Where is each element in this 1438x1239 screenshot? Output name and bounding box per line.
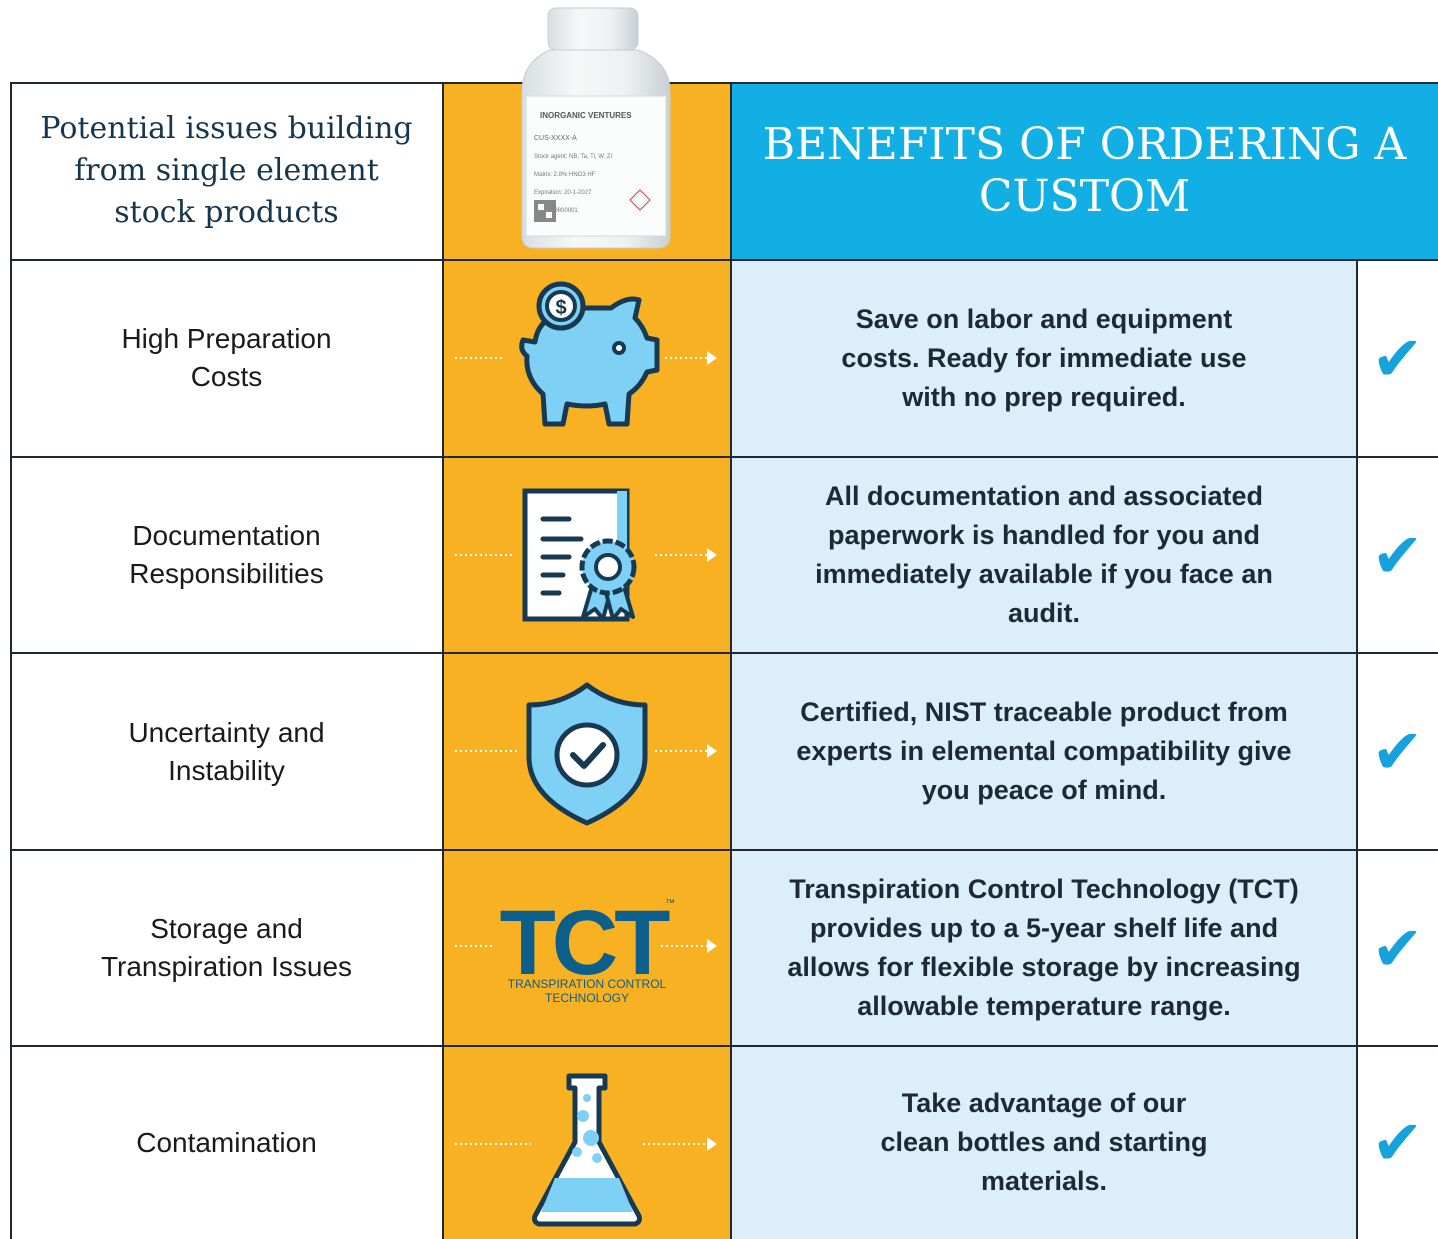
hazard-icon [629, 189, 651, 211]
benefit-text: Transpiration Control Technology (TCT) p… [787, 874, 1301, 1021]
divider [1356, 260, 1358, 1239]
shield-check-icon [443, 653, 731, 850]
flask-icon [443, 1046, 731, 1239]
bottle-label-line: Lot: 97-9800001 [534, 208, 578, 214]
benefit-cell: Transpiration Control Technology (TCT) p… [731, 850, 1357, 1046]
divider [10, 82, 12, 1239]
benefit-cell: Take advantage of our clean bottles and … [731, 1046, 1357, 1239]
check-icon: ✔ [1371, 518, 1424, 592]
issue-cell: Documentation Responsibilities [10, 457, 443, 653]
divider [10, 82, 1438, 84]
bottle-label-line: Stock agent: NB, Ta, Ti, W, Zr [534, 154, 613, 160]
issue-label: Documentation Responsibilities [129, 520, 324, 589]
tct-subtitle: TRANSPIRATION CONTROL [508, 977, 667, 991]
benefits-header: BENEFITS OF ORDERING A CUSTOM [731, 82, 1438, 260]
tct-letters: TCT [500, 892, 671, 994]
benefit-text: Certified, NIST traceable product from e… [796, 697, 1292, 805]
tct-logo: TCT ™ TRANSPIRATION CONTROL TECHNOLOGY [443, 850, 731, 1046]
issue-cell: Uncertainty and Instability [10, 653, 443, 850]
bottle-label-line: Expiration: 20-1-2027 [534, 190, 592, 196]
benefits-column [731, 260, 1357, 1239]
check-icon: ✔ [1371, 1106, 1424, 1179]
benefit-cell: Certified, NIST traceable product from e… [731, 653, 1357, 850]
benefit-cell: All documentation and associated paperwo… [731, 457, 1357, 653]
issue-label: High Preparation Costs [121, 323, 332, 392]
divider [442, 82, 444, 1239]
qr-code [534, 200, 556, 222]
check-icon: ✔ [1371, 715, 1424, 788]
benefit-text: Take advantage of our clean bottles and … [880, 1088, 1208, 1196]
bottle-brand: INORGANIC VENTURES [540, 111, 632, 120]
issues-title: Potential issues building from single el… [40, 111, 413, 230]
certificate-icon [443, 457, 731, 653]
benefits-title: BENEFITS OF ORDERING A CUSTOM [762, 119, 1407, 222]
issue-label: Uncertainty and Instability [128, 716, 325, 786]
bottle-label-line: CUS-XXXX-A [534, 135, 577, 142]
tct-trademark: ™ [665, 898, 675, 909]
benefit-text: Save on labor and equipment costs. Ready… [841, 303, 1247, 412]
bottle-image: INORGANIC VENTURES CUS-XXXX-A Stock agen… [521, 7, 671, 249]
issue-cell: High Preparation Costs [10, 260, 443, 456]
svg-text:$: $ [555, 297, 566, 319]
divider [10, 652, 1438, 654]
divider [10, 1045, 1438, 1047]
bottle-label-line: Matrix: 2.8% HNO3 HF [534, 172, 596, 178]
issue-label: Contamination [136, 1126, 317, 1158]
issues-header: Potential issues building from single el… [10, 82, 443, 260]
issue-label: Storage and Transpiration Issues [100, 913, 353, 982]
benefit-text: All documentation and associated paperwo… [815, 481, 1273, 628]
issue-cell: Contamination [10, 1046, 443, 1239]
piggy-bank-icon: $ [443, 260, 731, 456]
divider [10, 849, 1438, 851]
divider [10, 456, 1438, 458]
divider [730, 82, 732, 1239]
divider [10, 259, 1438, 261]
issue-cell: Storage and Transpiration Issues [10, 850, 443, 1046]
check-icon: ✔ [1371, 911, 1424, 985]
check-icon: ✔ [1371, 321, 1424, 395]
tct-subtitle: TECHNOLOGY [545, 991, 629, 1005]
benefit-cell: Save on labor and equipment costs. Ready… [731, 260, 1357, 456]
